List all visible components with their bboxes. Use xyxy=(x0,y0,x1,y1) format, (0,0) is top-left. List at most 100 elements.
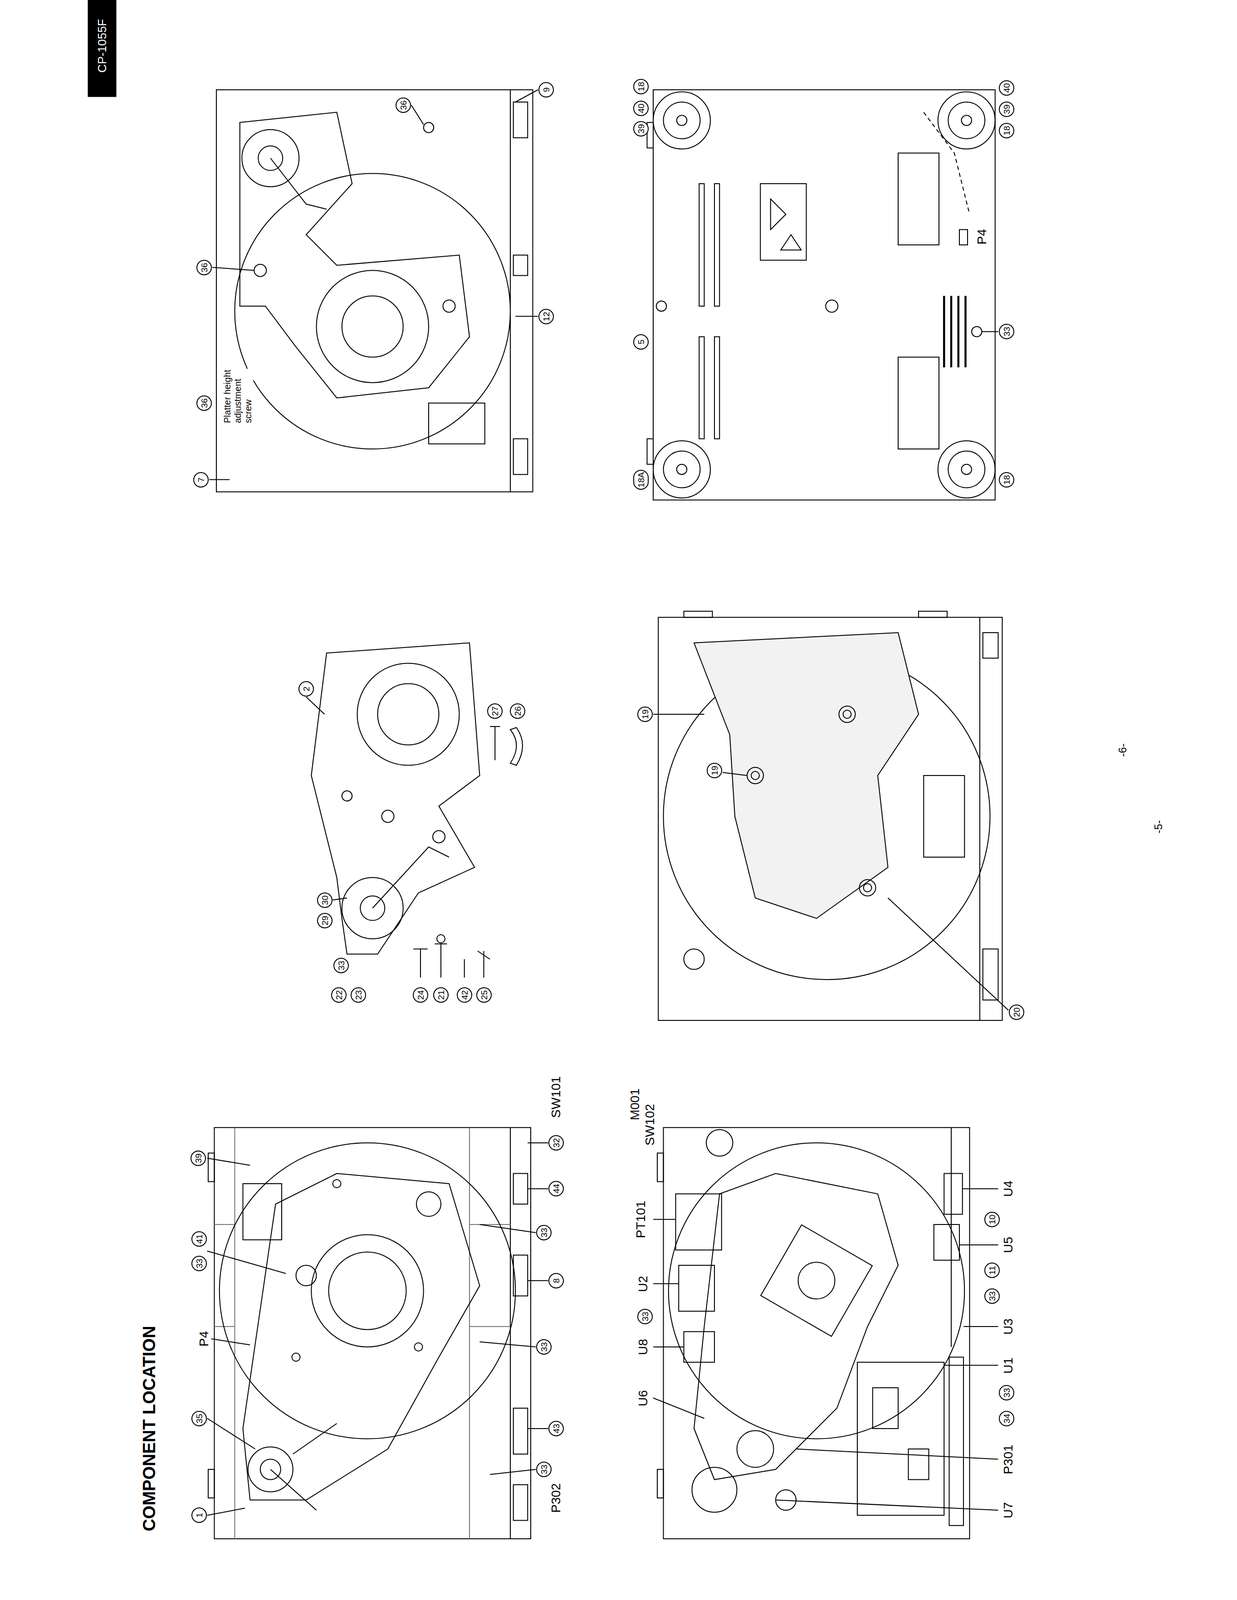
exploded-view xyxy=(436,934,445,944)
part-designator: P301 xyxy=(1002,1443,1015,1476)
bottom-view xyxy=(961,464,973,475)
bottom-view xyxy=(923,112,970,215)
part-designator: U8 xyxy=(636,1338,650,1357)
part-designator: U2 xyxy=(636,1275,650,1294)
chassis-top-view xyxy=(328,1252,407,1330)
chassis-top-view xyxy=(270,1423,337,1511)
top-view xyxy=(316,270,430,383)
exploded-view xyxy=(306,643,523,978)
chassis-top-view xyxy=(214,1127,532,1540)
model-tab: CP-1055F xyxy=(95,17,109,75)
callout-number: 26 xyxy=(509,703,526,719)
platter-view xyxy=(863,884,872,893)
callout-number: 19 xyxy=(637,706,653,723)
top-view xyxy=(513,439,529,475)
chassis-top-view xyxy=(332,1179,342,1189)
callout-number: 1 xyxy=(191,1507,207,1524)
callout-number: 7 xyxy=(193,472,209,488)
board-location-view xyxy=(684,1331,715,1363)
top-view xyxy=(342,296,404,358)
callout-number: 39 xyxy=(998,101,1015,118)
bottom-view xyxy=(825,300,838,313)
platter-view xyxy=(923,775,965,858)
platter-view xyxy=(653,714,1009,1011)
callout-number: 24 xyxy=(412,987,429,1003)
callout-number: 33 xyxy=(191,1256,207,1272)
chassis-top-view xyxy=(219,1143,516,1440)
callout-number: 12 xyxy=(538,308,554,325)
part-designator: P302 xyxy=(549,1482,563,1514)
board-location-view xyxy=(678,1265,715,1312)
board-location-view xyxy=(657,1469,664,1499)
callout-number: 36 xyxy=(196,395,212,411)
top-view xyxy=(209,89,538,493)
chassis-top-view xyxy=(311,1235,424,1348)
top-view xyxy=(234,173,511,450)
exploded-view xyxy=(489,726,501,761)
callout-number: 33 xyxy=(998,323,1015,340)
bottom-view xyxy=(647,89,999,501)
callout-number: 33 xyxy=(637,1309,653,1325)
part-designator: U7 xyxy=(1002,1501,1015,1520)
board-location-view xyxy=(908,1449,929,1481)
platter-view xyxy=(918,611,948,618)
bottom-view xyxy=(948,102,985,139)
illustration xyxy=(88,0,1009,1540)
board-location-view xyxy=(737,1431,774,1468)
top-view xyxy=(239,112,470,399)
chassis-top-view xyxy=(414,1343,423,1352)
callout-number: 33 xyxy=(536,1461,552,1478)
chassis-top-view xyxy=(214,1127,511,1540)
callout-number: 33 xyxy=(536,1339,552,1355)
platter-view xyxy=(843,710,852,719)
page-title: COMPONENT LOCATION xyxy=(140,1325,158,1532)
callout-number: 34 xyxy=(998,1411,1015,1427)
chassis-top-view xyxy=(208,1153,215,1183)
part-designator: U4 xyxy=(1002,1179,1015,1198)
exploded-view xyxy=(306,697,348,901)
callout-number: 39 xyxy=(190,1150,206,1167)
callout-number: 19 xyxy=(706,762,723,779)
top-view xyxy=(254,264,267,277)
callout-number: 18A xyxy=(633,469,649,490)
platter-view xyxy=(751,771,760,780)
board-location-view xyxy=(694,1173,899,1481)
callout-number: 43 xyxy=(548,1421,564,1437)
platter-view xyxy=(979,617,981,1021)
bottom-view xyxy=(898,153,939,246)
callout-number: 33 xyxy=(998,1385,1015,1401)
callout-number: 35 xyxy=(191,1411,207,1427)
board-location-view xyxy=(857,1362,944,1516)
chassis-top-view xyxy=(292,1353,301,1362)
chassis-top-view xyxy=(416,1192,441,1217)
part-designator: SW101 xyxy=(549,1075,563,1120)
callout-number: 27 xyxy=(487,703,503,719)
callout-number: 36 xyxy=(196,259,212,276)
board-location-view xyxy=(657,1153,664,1183)
board-location-view xyxy=(949,1357,964,1526)
top-view xyxy=(423,122,435,133)
callout-number: 25 xyxy=(476,987,492,1003)
callout-number: 33 xyxy=(536,1225,552,1241)
bottom-view xyxy=(676,464,688,475)
top-view xyxy=(216,89,533,493)
callout-number: 21 xyxy=(433,987,449,1003)
exploded-view xyxy=(381,810,395,823)
part-designator: P4 xyxy=(197,1330,211,1348)
callout-number: 8 xyxy=(548,1273,564,1289)
bottom-view xyxy=(982,331,999,333)
callout-number: 40 xyxy=(633,100,649,117)
board-location-view xyxy=(653,1188,999,1511)
chassis-top-view xyxy=(296,1265,317,1286)
platter-view xyxy=(658,617,1003,1021)
callout-number: 36 xyxy=(395,97,411,113)
chassis-top-view xyxy=(513,1173,529,1205)
platter-view xyxy=(653,611,1009,1021)
callout-number: 33 xyxy=(984,1288,1000,1305)
board-location-view xyxy=(933,1224,960,1261)
chassis-top-view xyxy=(513,1485,529,1521)
bottom-view xyxy=(971,326,983,338)
board-location-view xyxy=(668,1143,965,1440)
chassis-top-view xyxy=(207,1143,549,1516)
